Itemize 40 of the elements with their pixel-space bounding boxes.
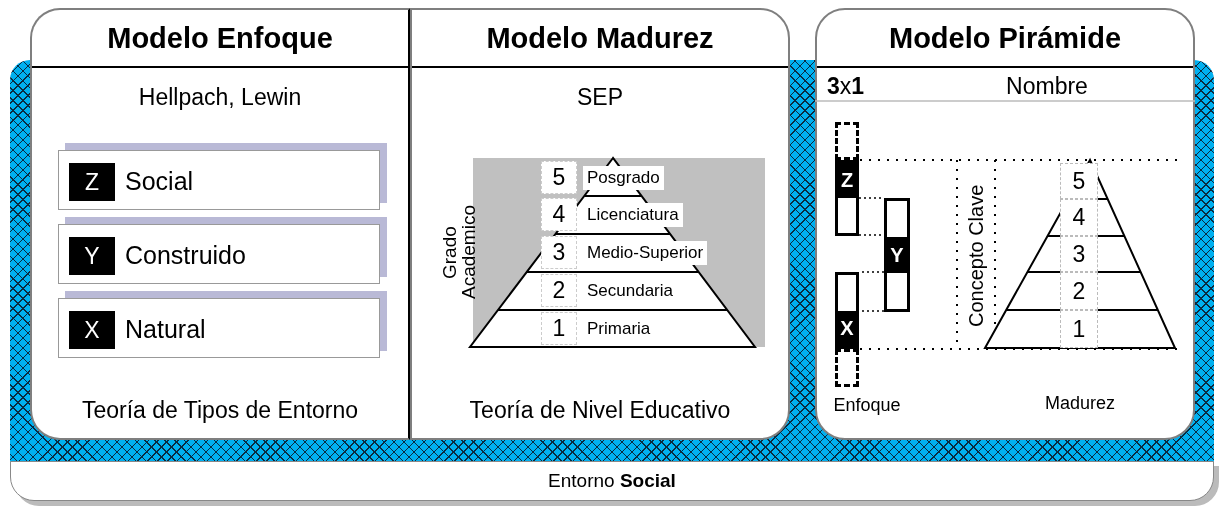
level-number: 4 <box>1060 199 1098 236</box>
layer-label: Natural <box>125 313 207 345</box>
column-bar <box>884 198 910 312</box>
dashed-box <box>835 349 859 387</box>
model-panel <box>815 8 1195 440</box>
column-bar <box>835 160 859 236</box>
column-bar <box>835 272 859 349</box>
level-number: 5 <box>1060 163 1098 199</box>
model-panel <box>30 8 410 440</box>
subtitle: Hellpach, Lewin <box>137 82 303 112</box>
panel-caption: Teoría de Tipos de Entorno <box>80 395 360 425</box>
panel-heading: Modelo Pirámide <box>887 21 1122 56</box>
letter-label: Z <box>838 163 856 198</box>
level-number: 3 <box>1060 236 1098 272</box>
ratio-label: 3x1 <box>827 71 866 101</box>
panel-caption: Teoría de Nivel Educativo <box>468 395 732 425</box>
letter-badge: Y <box>69 237 115 275</box>
level-number: 5 <box>541 161 577 194</box>
panel-heading: Modelo Madurez <box>485 21 715 56</box>
level-number: 1 <box>541 312 577 345</box>
level-label: Posgrado <box>583 166 664 190</box>
level-number: 3 <box>541 236 577 269</box>
level-number: 4 <box>541 198 577 231</box>
layer-label: Social <box>125 165 195 197</box>
axis-label: Concepto Clave <box>964 183 988 330</box>
letter-label: X <box>838 310 856 346</box>
caption: Madurez <box>1044 391 1116 415</box>
caption: Enfoque <box>832 393 902 417</box>
panel-heading: Modelo Enfoque <box>106 21 334 56</box>
letter-badge: Z <box>69 163 115 201</box>
level-number: 2 <box>541 274 577 307</box>
letter-badge: X <box>69 311 115 349</box>
letter-label: Y <box>887 237 907 273</box>
level-number: 1 <box>1060 310 1098 348</box>
level-number: 2 <box>1060 272 1098 310</box>
subtitle: SEP <box>576 82 624 112</box>
column-heading: Nombre <box>1005 71 1089 101</box>
layer-label: Construido <box>125 239 247 271</box>
axis-label: Grado Academico <box>440 204 478 302</box>
model-panel <box>410 8 790 440</box>
